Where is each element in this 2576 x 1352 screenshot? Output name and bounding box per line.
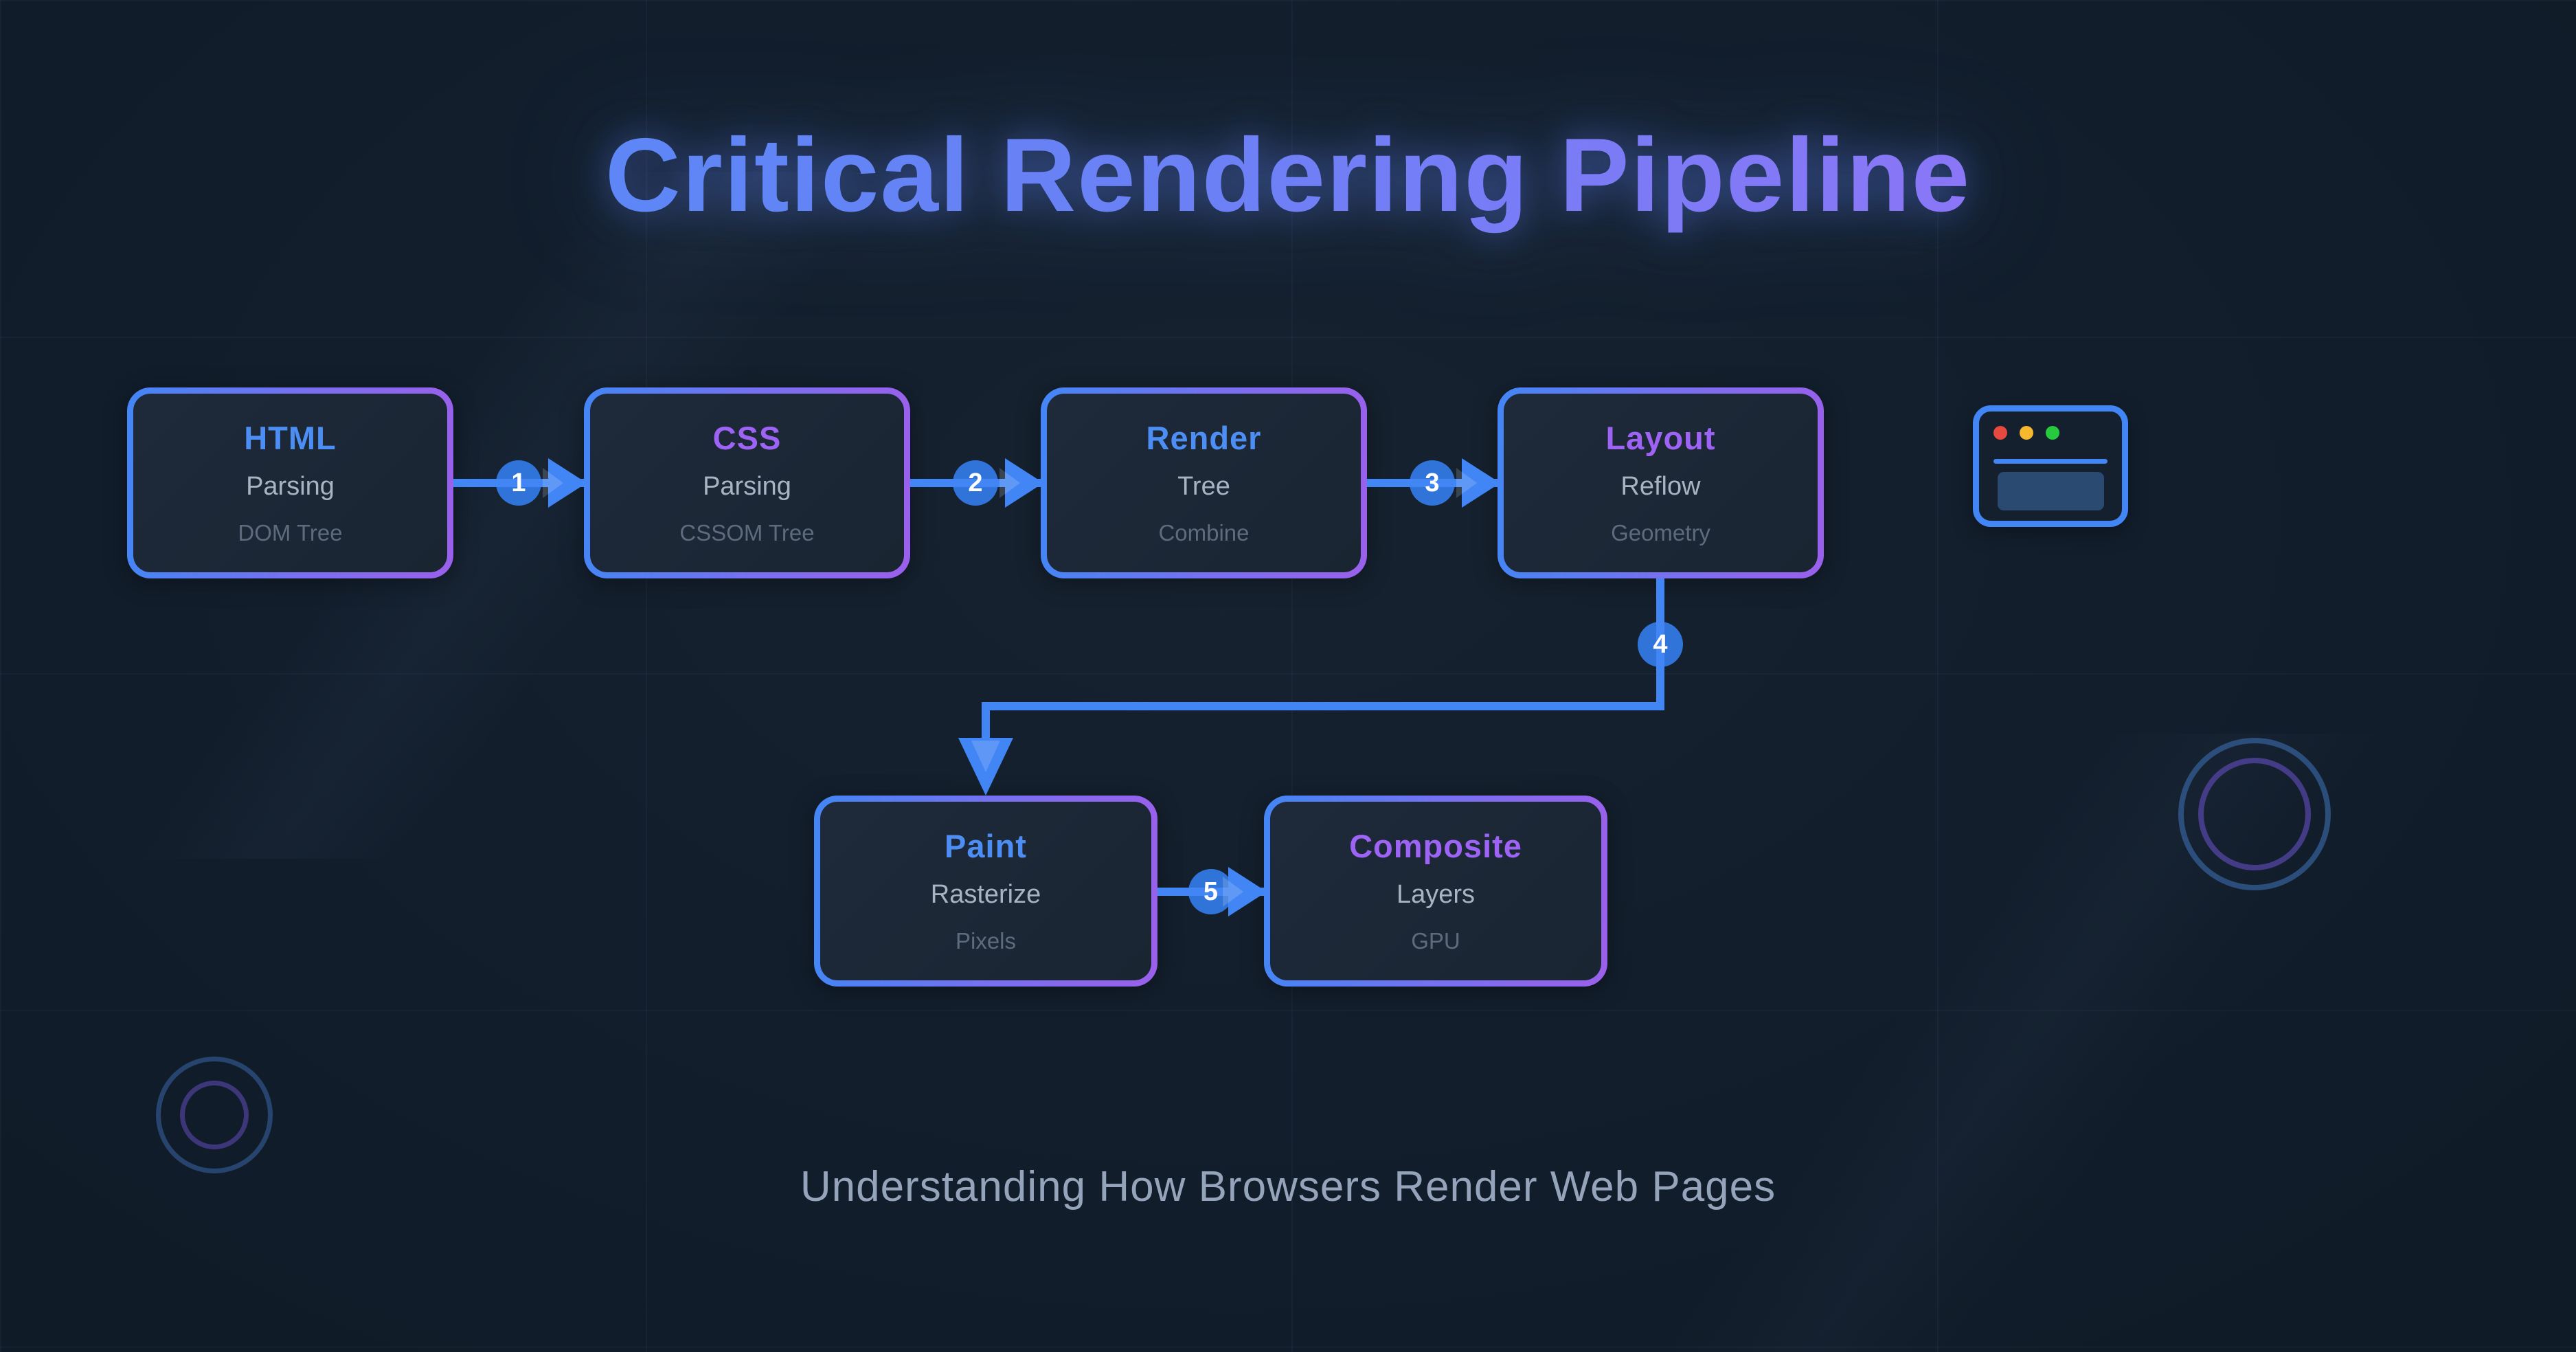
stage-box-html: HTML Parsing DOM Tree [127, 387, 453, 578]
step-number: 3 [1425, 468, 1440, 497]
stage-detail: DOM Tree [238, 520, 343, 545]
stage-title: CSS [712, 420, 782, 456]
stage-box-css-body: CSS Parsing CSSOM Tree [590, 394, 904, 572]
stage-title: HTML [244, 420, 337, 456]
stage-detail: Pixels [955, 928, 1017, 954]
stage-box-layout: Layout Reflow Geometry [1498, 387, 1824, 578]
stage-detail: GPU [1411, 928, 1460, 954]
stage-subtitle: Rasterize [930, 880, 1041, 909]
stage-box-paint: Paint Rasterize Pixels [814, 796, 1157, 987]
stage-subtitle: Layers [1396, 880, 1476, 909]
browser-content-pane [1998, 472, 2104, 510]
step-number: 1 [511, 468, 526, 497]
stage-box-paint-body: Paint Rasterize Pixels [820, 802, 1151, 980]
stage-subtitle: Reflow [1620, 472, 1701, 501]
decorative-ring-right-outer [2178, 738, 2331, 890]
arrow-highlight [1456, 468, 1477, 498]
stage-subtitle: Parsing [246, 472, 335, 501]
stage-detail: Combine [1158, 520, 1250, 545]
browser-toolbar-divider [1993, 459, 2108, 464]
stage-detail: Geometry [1611, 520, 1710, 545]
connector-step-5: 5 [1157, 844, 1267, 940]
stage-box-composite: Composite Layers GPU [1264, 796, 1607, 987]
traffic-light-yellow-icon [2020, 426, 2033, 440]
stage-box-render-body: Render Tree Combine [1047, 394, 1361, 572]
decorative-ring-right-inner [2198, 758, 2311, 870]
stage-box-layout-body: Layout Reflow Geometry [1504, 394, 1818, 572]
stage-title: Paint [945, 828, 1027, 864]
stage-title: Render [1146, 420, 1262, 456]
stage-box-render: Render Tree Combine [1041, 387, 1367, 578]
arrow-right-icon [1228, 867, 1267, 916]
stage-box-composite-body: Composite Layers GPU [1270, 802, 1601, 980]
connector-step-3: 3 [1367, 435, 1500, 531]
stage-title: Layout [1605, 420, 1716, 456]
stage-subtitle: Parsing [703, 472, 791, 501]
stage-detail: CSSOM Tree [679, 520, 815, 545]
decorative-ring-left-outer [156, 1057, 273, 1173]
arrow-highlight [1223, 877, 1243, 907]
step-number: 2 [968, 468, 983, 497]
connector-step-1: 1 [453, 435, 587, 531]
arrow-right-icon [548, 458, 587, 508]
connector-step-2: 2 [910, 435, 1043, 531]
page-title: Critical Rendering Pipeline [0, 115, 2576, 236]
traffic-light-red-icon [1993, 426, 2007, 440]
arrow-highlight [543, 468, 563, 498]
stage-box-html-body: HTML Parsing DOM Tree [133, 394, 447, 572]
arrow-right-icon [1005, 458, 1043, 508]
arrow-right-icon [1462, 458, 1500, 508]
traffic-light-green-icon [2046, 426, 2059, 440]
stage-box-css: CSS Parsing CSSOM Tree [584, 387, 910, 578]
decorative-ring-left-inner [180, 1081, 249, 1149]
arrow-highlight [999, 468, 1020, 498]
stage-title: Composite [1349, 828, 1522, 864]
stage-subtitle: Tree [1177, 472, 1230, 501]
page-subtitle: Understanding How Browsers Render Web Pa… [800, 1163, 1776, 1210]
browser-window-icon [1973, 405, 2128, 527]
step-number: 5 [1203, 877, 1219, 906]
